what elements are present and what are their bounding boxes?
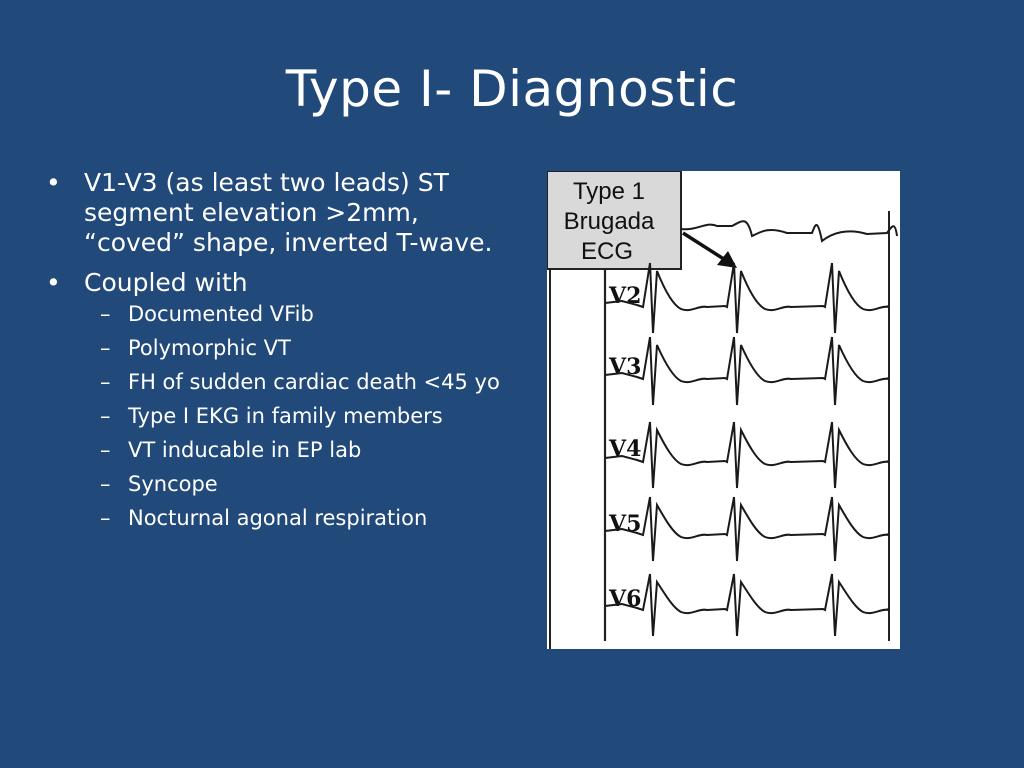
bullet-item: • V1-V3 (as least two leads) ST segment … [44,168,504,258]
dash-icon: – [100,370,111,394]
sub-bullet-text: FH of sudden cardiac death <45 yo [128,370,500,394]
dash-icon: – [100,472,111,496]
ecg-trace-v5 [604,496,890,562]
ecg-label-line1: Type 1 [573,178,645,205]
ecg-label-line3: ECG [581,238,633,265]
sub-bullet-text: Type I EKG in family members [128,404,443,428]
sub-bullet-text: VT inducable in EP lab [128,438,362,462]
bullet-dot-icon: • [46,168,61,197]
dash-icon: – [100,302,111,326]
sub-bullet-item: –VT inducable in EP lab [84,438,504,463]
dash-icon: – [100,438,111,462]
sub-bullet-item: –Syncope [84,472,504,497]
sub-bullet-text: Documented VFib [128,302,314,326]
ecg-trace-v2 [604,262,890,334]
sub-bullet-item: –Polymorphic VT [84,336,504,361]
ecg-trace-v3 [604,336,890,406]
sub-bullet-list: –Documented VFib –Polymorphic VT –FH of … [84,302,504,531]
dash-icon: – [100,506,111,530]
ecg-trace-v1 [680,220,898,243]
lead-label-v4: V4 [608,436,641,462]
dash-icon: – [100,336,111,360]
sub-bullet-item: –FH of sudden cardiac death <45 yo [84,370,504,395]
ecg-image: Type 1 Brugada ECG V2 V3 V4 V5 V6 [547,171,898,649]
ecg-trace-v6 [604,573,890,637]
sub-bullet-item: –Documented VFib [84,302,504,327]
slide-title: Type I- Diagnostic [285,60,739,118]
dash-icon: – [100,404,111,428]
ecg-traces [604,262,890,637]
bullet-dot-icon: • [46,268,61,297]
bullet-list-container: • V1-V3 (as least two leads) ST segment … [44,168,504,541]
ecg-trace-v4 [604,421,890,489]
arrow-icon [682,231,737,268]
bullet-text: Coupled with [84,268,248,297]
sub-bullet-item: –Nocturnal agonal respiration [84,506,504,531]
sub-bullet-text: Polymorphic VT [128,336,291,360]
sub-bullet-text: Syncope [128,472,218,496]
ecg-figure: Type 1 Brugada ECG V2 V3 V4 V5 V6 [547,171,900,649]
bullet-text: V1-V3 (as least two leads) ST segment el… [84,168,493,257]
ecg-label-line2: Brugada [564,208,655,235]
bullet-item: • Coupled with –Documented VFib –Polymor… [44,268,504,531]
sub-bullet-item: –Type I EKG in family members [84,404,504,429]
ecg-label-box [547,171,682,270]
bullet-list: • V1-V3 (as least two leads) ST segment … [44,168,504,531]
sub-bullet-text: Nocturnal agonal respiration [128,506,428,530]
